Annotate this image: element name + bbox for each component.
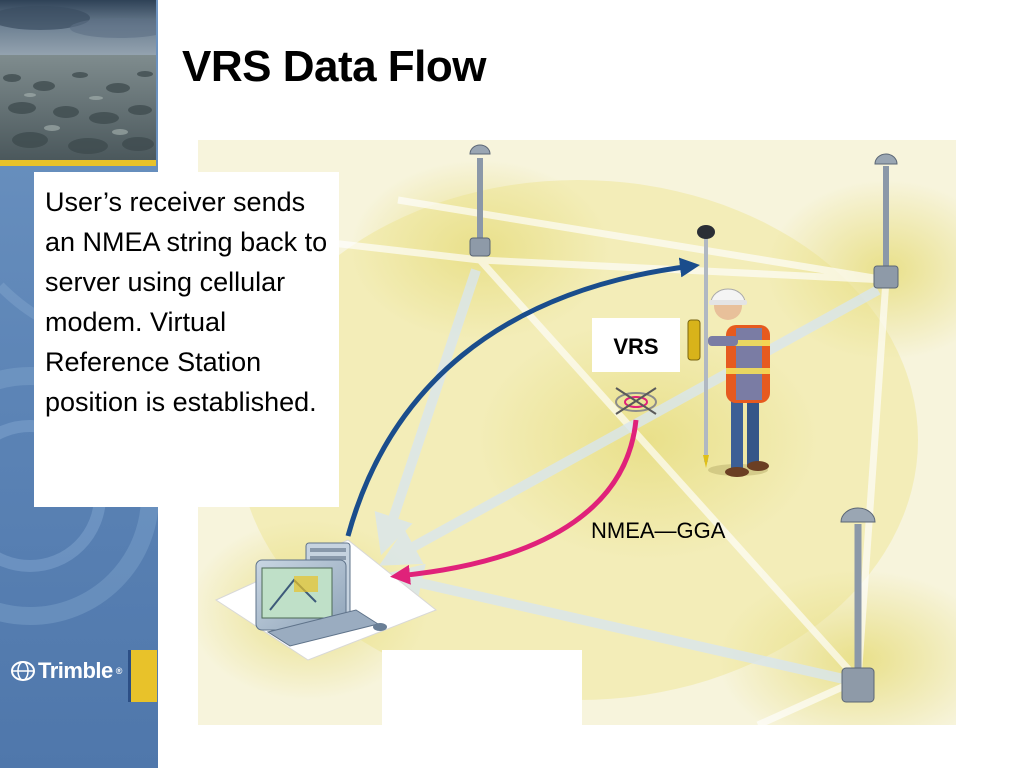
nmea-message-arrow (390, 419, 639, 585)
callout-text: User’s receiver sends an NMEA string bac… (34, 172, 339, 507)
slide-title: VRS Data Flow (182, 42, 487, 91)
reference-station-2 (873, 153, 899, 289)
registered-mark: ® (115, 666, 123, 676)
logo-accent-bar (128, 650, 157, 702)
upload-arrow (345, 257, 700, 537)
landscape-photo (0, 0, 156, 160)
rover-surveyor (687, 225, 770, 477)
server-computer (214, 539, 437, 661)
logo-text: Trimble (38, 658, 113, 683)
vrs-network-illustration (198, 140, 956, 725)
vrs-label: VRS (592, 318, 680, 372)
vrs-target-marker (615, 387, 657, 415)
blank-area (382, 650, 582, 726)
nmea-gga-label: NMEA—GGA (591, 518, 726, 543)
reference-station-3 (840, 507, 876, 703)
trimble-globe-icon (11, 661, 35, 681)
reference-station-1 (469, 144, 491, 257)
trimble-logo: Trimble® (10, 658, 122, 684)
accent-stripe (0, 160, 156, 166)
